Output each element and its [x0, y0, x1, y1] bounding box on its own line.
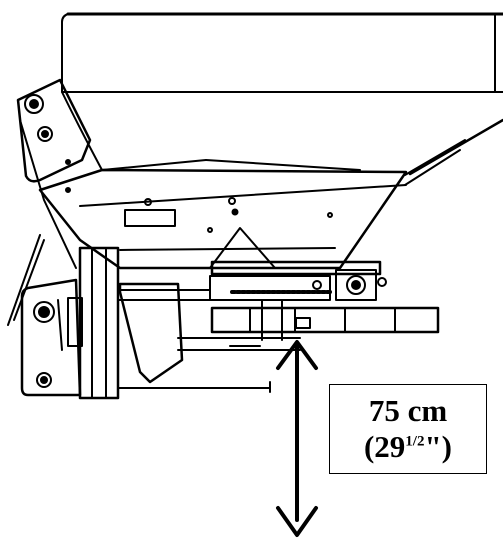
lower-hitch-plate: [20, 278, 83, 397]
imperial-fraction: 1/2: [405, 433, 425, 450]
imperial-unit: "): [424, 429, 453, 464]
spinner-assembly: [209, 260, 440, 347]
deflector-plate: [118, 282, 184, 384]
lower-frame-bars: [117, 289, 301, 393]
height-metric-label: 75 cm: [368, 393, 448, 428]
hopper: [61, 12, 503, 176]
height-label-box: 75 cm (291/2"): [329, 384, 487, 474]
imperial-value: (29: [363, 429, 406, 464]
height-imperial-label: (291/2"): [364, 429, 452, 465]
height-dimension-arrow: [276, 340, 318, 537]
frame-beam: [38, 139, 466, 270]
vertical-post: [78, 246, 120, 400]
hitch-linkage: [7, 78, 92, 326]
